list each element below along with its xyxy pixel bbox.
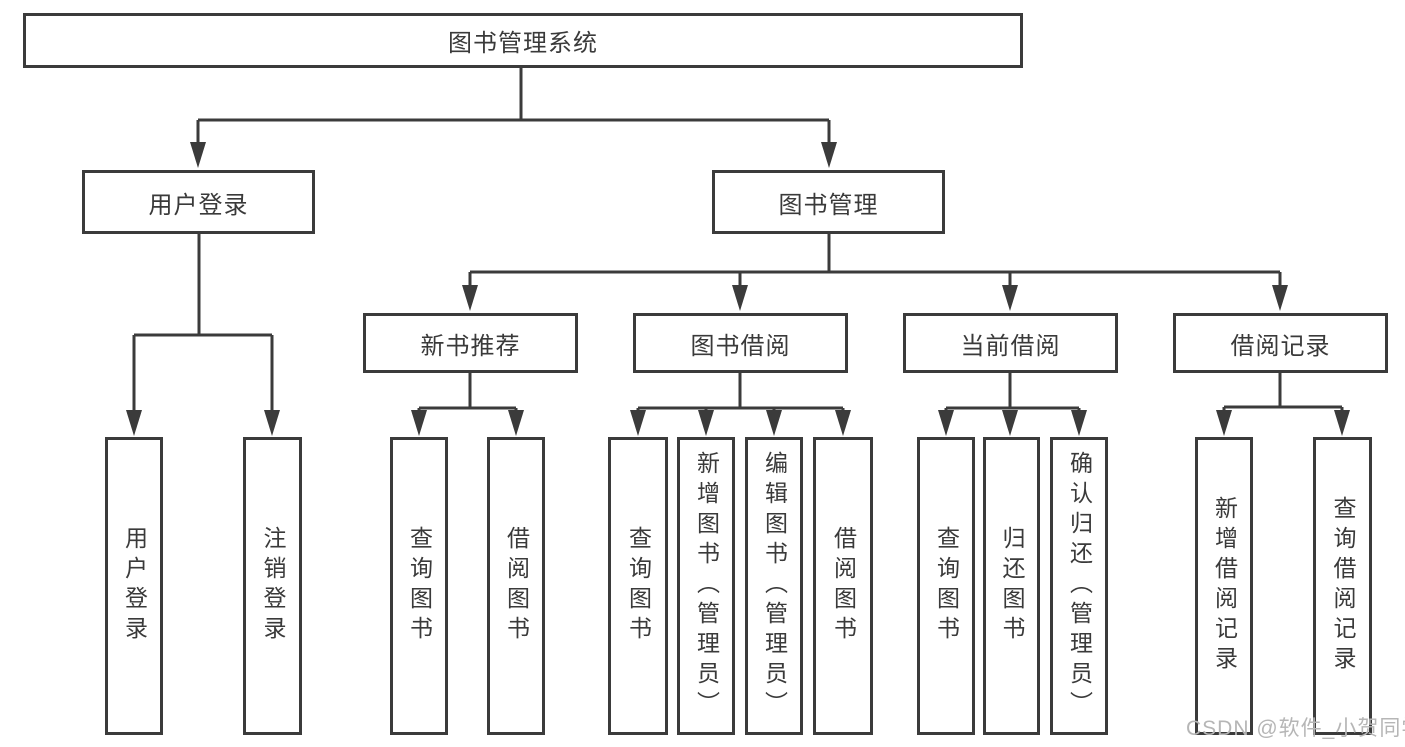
connector-current-to-leaves: [944, 371, 1081, 412]
arrowhead-icon: [821, 142, 837, 168]
leaf-query-book-2: 查询图书: [608, 437, 668, 735]
connector-login-to-leaves: [132, 232, 274, 412]
leaf-edit-book-admin: 编辑图书（管理员）: [745, 437, 803, 735]
node-book-management-branch: 图书管理: [712, 170, 945, 234]
arrowhead-icon: [1002, 285, 1018, 311]
leaf-query-book-3: 查询图书: [917, 437, 975, 735]
arrowhead-icon: [508, 410, 524, 436]
arrowhead-icon: [1002, 410, 1018, 436]
node-new-book-recommend: 新书推荐: [363, 313, 578, 373]
connector-borrow-to-leaves: [636, 371, 845, 412]
connector-lines: [132, 68, 1344, 412]
connector-root-to-level2: [196, 68, 831, 145]
leaf-borrow-book-1: 借阅图书: [487, 437, 545, 735]
leaf-add-borrow-record: 新增借阅记录: [1195, 437, 1253, 735]
arrowhead-icon: [766, 410, 782, 436]
arrowhead-icon: [190, 142, 206, 168]
node-current-borrow: 当前借阅: [903, 313, 1118, 373]
leaf-logout: 注销登录: [243, 437, 302, 735]
arrowhead-icon: [630, 410, 646, 436]
csdn-watermark: CSDN @软件_小贺同学: [1186, 717, 1405, 740]
arrowhead-icon: [835, 410, 851, 436]
arrowhead-icon: [411, 410, 427, 436]
leaf-confirm-return-admin: 确认归还（管理员）: [1050, 437, 1108, 735]
arrowheads: [126, 142, 1350, 436]
arrowhead-icon: [938, 410, 954, 436]
leaf-borrow-book-2: 借阅图书: [813, 437, 873, 735]
leaf-query-book-1: 查询图书: [390, 437, 448, 735]
leaf-add-book-admin: 新增图书（管理员）: [677, 437, 735, 735]
arrowhead-icon: [698, 410, 714, 436]
node-root-system: 图书管理系统: [23, 13, 1023, 68]
leaf-query-borrow-record: 查询借阅记录: [1313, 437, 1372, 735]
node-borrow-record: 借阅记录: [1173, 313, 1388, 373]
arrowhead-icon: [1334, 410, 1350, 436]
arrowhead-icon: [462, 285, 478, 311]
arrowhead-icon: [126, 410, 142, 436]
node-user-login-branch: 用户登录: [82, 170, 315, 234]
arrowhead-icon: [732, 285, 748, 311]
connector-newbook-to-leaves: [417, 371, 518, 412]
leaf-user-login: 用户登录: [105, 437, 163, 735]
connector-record-to-leaves: [1222, 371, 1344, 412]
arrowhead-icon: [1272, 285, 1288, 311]
arrowhead-icon: [264, 410, 280, 436]
leaf-return-book: 归还图书: [983, 437, 1040, 735]
connector-mgmt-to-sections: [468, 232, 1282, 290]
arrowhead-icon: [1216, 410, 1232, 436]
arrowhead-icon: [1071, 410, 1087, 436]
node-book-borrow: 图书借阅: [633, 313, 848, 373]
